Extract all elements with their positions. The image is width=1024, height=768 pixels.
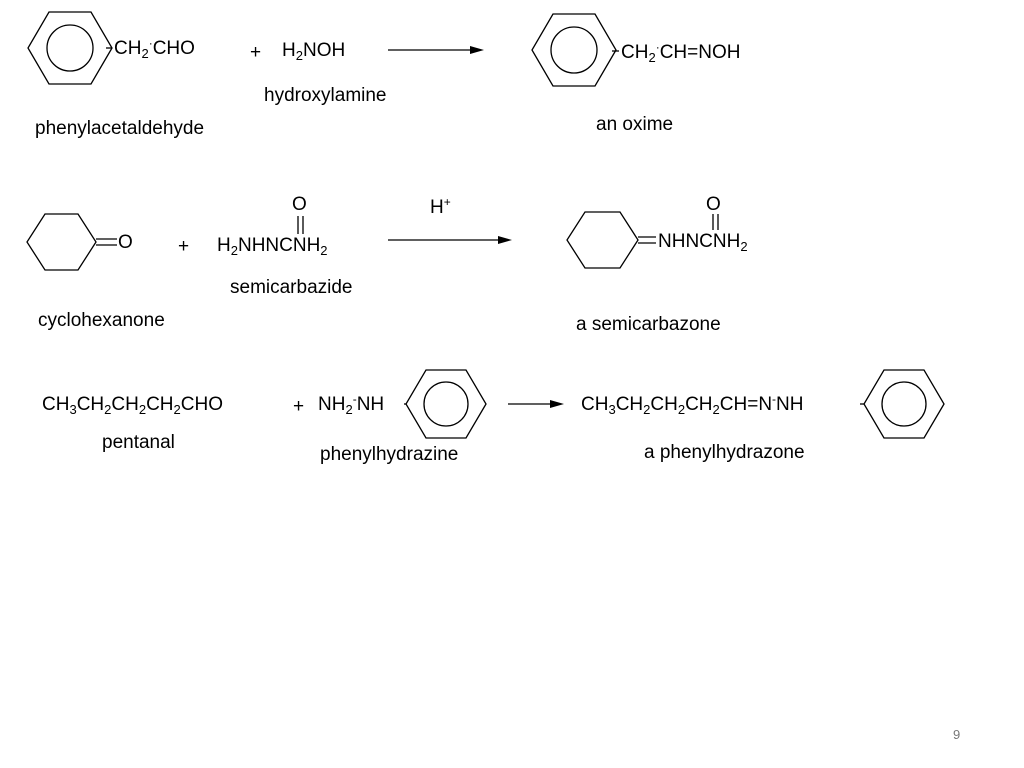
plus-sign-2: + [178,236,190,257]
phenylacetaldehyde-label: phenylacetaldehyde [35,118,205,139]
acid-catalyst: H+ [430,195,451,218]
cyclohexane-ring-product [566,211,639,269]
carbonyl-double-bond [96,238,117,246]
cyclohexanone-oxygen: O [118,232,133,253]
hydroxylamine-label: hydroxylamine [264,85,387,106]
oxime-formula: CH2·CH=NOH [621,40,741,65]
semicarbazone-formula: NHNCNH2 [658,231,748,254]
hydroxylamine-formula: H2NOH [282,40,346,63]
phenylhydrazone-formula: CH3CH2CH2CH2CH=N-NH [581,392,804,417]
pentanal-label: pentanal [102,432,175,453]
phenylhydrazine-label: phenylhydrazine [320,444,459,465]
benzene-ring-phenylacetaldehyde [27,11,113,85]
phenylhydrazone-label: a phenylhydrazone [644,442,805,463]
semicarbazide-oxygen: O [292,194,307,215]
plus-sign-1: + [250,42,262,63]
semicarbazide-formula: H2NHNCNH2 [217,235,328,258]
page-number: 9 [953,727,961,742]
reaction-arrow-2 [388,236,512,244]
cyclohexanone-label: cyclohexanone [38,310,165,331]
reaction-arrow-1 [388,46,484,54]
benzene-ring-phenylhydrazone [863,369,945,439]
cyclohexane-ring-reactant [26,213,97,271]
phenylacetaldehyde-formula: CH2·CHO [114,36,195,61]
semicarbazide-label: semicarbazide [230,277,353,298]
benzene-ring-oxime [531,13,617,87]
reaction-arrow-3 [508,400,564,408]
semicarbazone-double-bond [712,214,719,230]
semicarbazone-label: a semicarbazone [576,314,721,335]
semicarbazide-double-bond [297,216,304,234]
plus-sign-3: + [293,396,305,417]
imine-double-bond [638,236,656,244]
benzene-ring-phenylhydrazine [405,369,487,439]
semicarbazone-oxygen: O [706,194,721,215]
pentanal-formula: CH3CH2CH2CH2CHO [42,394,223,417]
oxime-label: an oxime [596,114,674,135]
phenylhydrazine-formula: NH2-NH [318,392,385,417]
